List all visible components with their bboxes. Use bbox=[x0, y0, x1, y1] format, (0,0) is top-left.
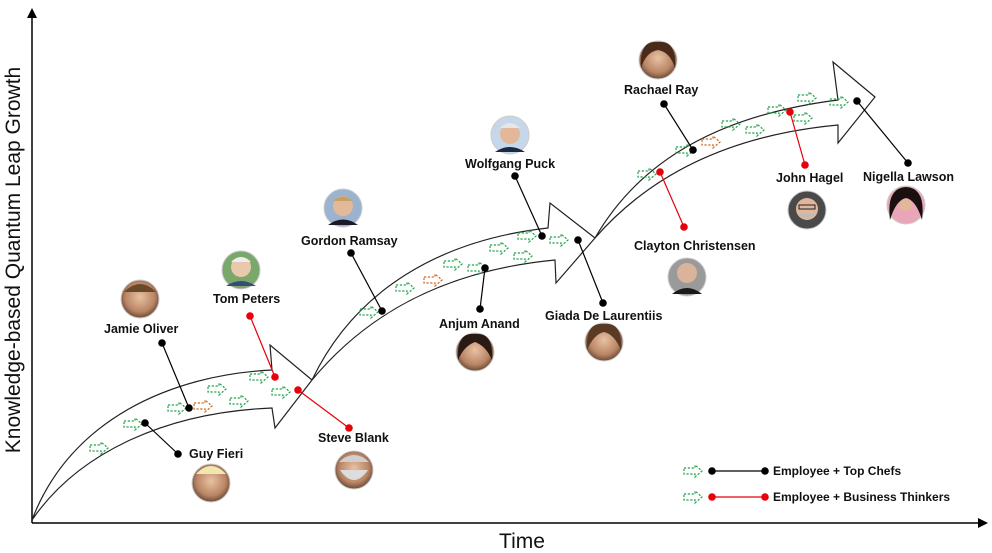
portrait-steve-blank bbox=[334, 450, 374, 490]
portrait-anjum-anand bbox=[455, 332, 495, 372]
connector-guy-fieri bbox=[141, 419, 182, 458]
connector-gordon-ramsay bbox=[347, 249, 386, 315]
employee-arrow-icon bbox=[683, 490, 703, 504]
axes: Knowledge-based Quantum Leap Growth Time bbox=[2, 8, 988, 553]
employee-arrow-icon bbox=[797, 91, 817, 105]
portrait-giada-de-laurentiis bbox=[584, 322, 624, 362]
portrait-tom-peters bbox=[221, 250, 261, 290]
portrait-wolfgang-puck bbox=[490, 115, 530, 155]
connector-clayton-christensen bbox=[656, 168, 688, 231]
growth-arrow-3 bbox=[594, 60, 876, 239]
x-axis-label: Time bbox=[499, 530, 545, 553]
legend-label-thinkers: Employee + Business Thinkers bbox=[773, 490, 950, 504]
growth-arrow-2 bbox=[311, 201, 596, 381]
person-label-anjum-anand: Anjum Anand bbox=[439, 317, 520, 331]
connector-rachael-ray bbox=[660, 100, 697, 154]
legend-item-chefs: Employee + Top Chefs bbox=[683, 464, 901, 478]
connector-nigella-lawson bbox=[853, 97, 912, 167]
person-label-gordon-ramsay: Gordon Ramsay bbox=[301, 234, 398, 248]
growth-arrow-1 bbox=[31, 343, 313, 521]
connector-giada-de-laurentiis bbox=[574, 236, 607, 307]
person-label-giada-de-laurentiis: Giada De Laurentiis bbox=[545, 309, 662, 323]
person-label-jamie-oliver: Jamie Oliver bbox=[104, 322, 178, 336]
connector-anjum-anand bbox=[476, 264, 489, 313]
connector-tom-peters bbox=[246, 312, 279, 381]
portrait-jamie-oliver bbox=[120, 279, 160, 319]
connector-jamie-oliver bbox=[158, 339, 193, 412]
person-label-rachael-ray: Rachael Ray bbox=[624, 83, 698, 97]
growth-arrows bbox=[31, 60, 876, 521]
portrait-rachael-ray bbox=[638, 40, 678, 80]
person-label-tom-peters: Tom Peters bbox=[213, 292, 280, 306]
portrait-guy-fieri bbox=[191, 463, 231, 503]
employee-arrow-icon bbox=[683, 464, 703, 478]
person-label-john-hagel: John Hagel bbox=[776, 171, 843, 185]
y-axis-label: Knowledge-based Quantum Leap Growth bbox=[2, 67, 25, 453]
connectors bbox=[141, 97, 912, 458]
person-label-nigella-lawson: Nigella Lawson bbox=[863, 170, 954, 184]
portrait-nigella-lawson bbox=[886, 185, 926, 225]
person-label-steve-blank: Steve Blank bbox=[318, 431, 389, 445]
legend-item-thinkers: Employee + Business Thinkers bbox=[683, 490, 950, 504]
person-label-wolfgang-puck: Wolfgang Puck bbox=[465, 157, 555, 171]
person-label-clayton-christensen: Clayton Christensen bbox=[634, 239, 756, 253]
legend-label-chefs: Employee + Top Chefs bbox=[773, 464, 901, 478]
people: Guy Fieri Jamie Oliver Tom Peters Steve … bbox=[104, 40, 954, 503]
legend: Employee + Top Chefs Employee + Business… bbox=[683, 464, 950, 504]
connector-steve-blank bbox=[294, 386, 353, 432]
connector-wolfgang-puck bbox=[511, 172, 546, 240]
connector-john-hagel bbox=[786, 108, 809, 169]
person-label-guy-fieri: Guy Fieri bbox=[189, 447, 243, 461]
portrait-gordon-ramsay bbox=[323, 188, 363, 228]
portrait-john-hagel bbox=[787, 190, 827, 230]
portrait-clayton-christensen bbox=[667, 257, 707, 297]
